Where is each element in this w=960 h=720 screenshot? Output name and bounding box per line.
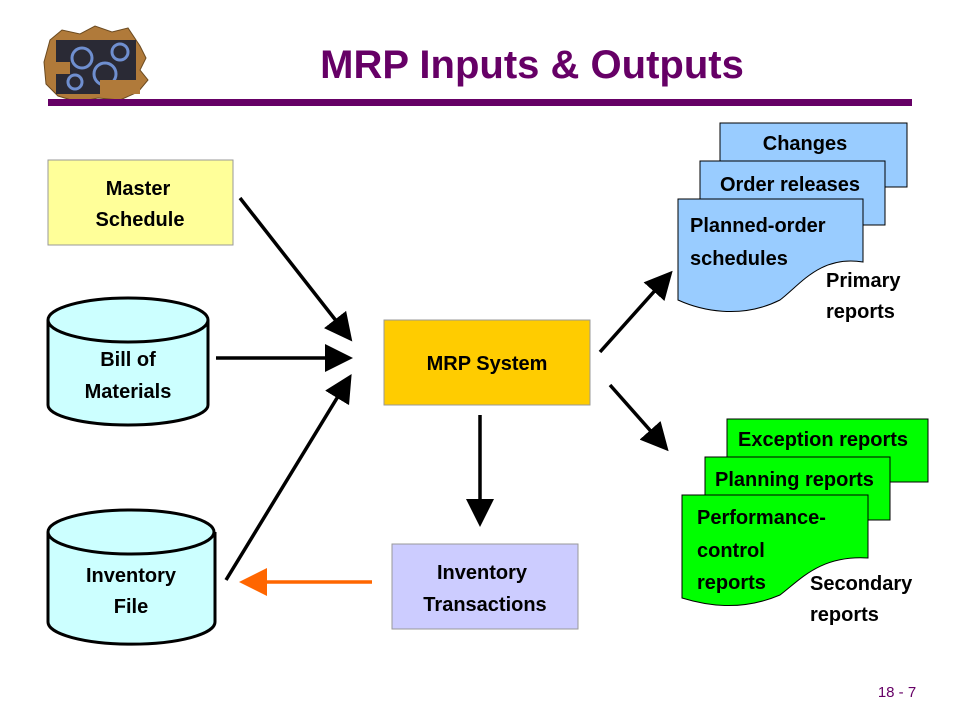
svg-text:Order releases: Order releases <box>720 174 860 196</box>
inventory-file-cylinder: Inventory File <box>46 508 217 646</box>
svg-text:Transactions: Transactions <box>423 594 546 616</box>
svg-text:schedules: schedules <box>690 248 788 270</box>
svg-text:Inventory: Inventory <box>437 562 528 584</box>
svg-text:Bill of: Bill of <box>100 349 156 371</box>
svg-text:reports: reports <box>810 604 879 626</box>
arrow-master-to-mrp <box>238 196 353 342</box>
svg-text:File: File <box>114 596 148 618</box>
svg-text:Planning reports: Planning reports <box>715 469 874 491</box>
arrow-inventory-to-mrp <box>224 374 352 581</box>
svg-text:control: control <box>697 540 765 562</box>
mrp-system-box: MRP System <box>383 319 591 406</box>
bill-of-materials-cylinder: Bill of Materials <box>46 296 210 427</box>
arrow-mrp-to-secondary <box>608 383 669 452</box>
svg-text:Primary: Primary <box>826 270 901 292</box>
svg-text:Performance-: Performance- <box>697 507 826 529</box>
svg-text:reports: reports <box>697 572 766 594</box>
gears-logo <box>43 25 149 103</box>
title-rule <box>48 99 912 106</box>
inventory-transactions-box: Inventory Transactions <box>391 543 579 630</box>
arrow-mrp-to-primary <box>598 270 673 354</box>
svg-text:reports: reports <box>826 301 895 323</box>
secondary-reports: Exception reports Planning reports Perfo… <box>681 418 929 626</box>
svg-text:Exception reports: Exception reports <box>738 429 908 451</box>
svg-text:Secondary: Secondary <box>810 573 913 595</box>
primary-reports: Changes Order releases Planned-order sch… <box>677 122 908 323</box>
svg-text:Planned-order: Planned-order <box>690 215 826 237</box>
svg-text:MRP System: MRP System <box>427 353 548 375</box>
page-title: MRP Inputs & Outputs <box>320 43 744 87</box>
svg-text:Schedule: Schedule <box>96 209 185 231</box>
svg-text:Materials: Materials <box>85 381 172 403</box>
page-number: 18 - 7 <box>878 684 916 701</box>
svg-text:Changes: Changes <box>763 133 847 155</box>
svg-text:Inventory: Inventory <box>86 565 177 587</box>
svg-text:Master: Master <box>106 178 171 200</box>
master-schedule-box: Master Schedule <box>47 159 234 246</box>
